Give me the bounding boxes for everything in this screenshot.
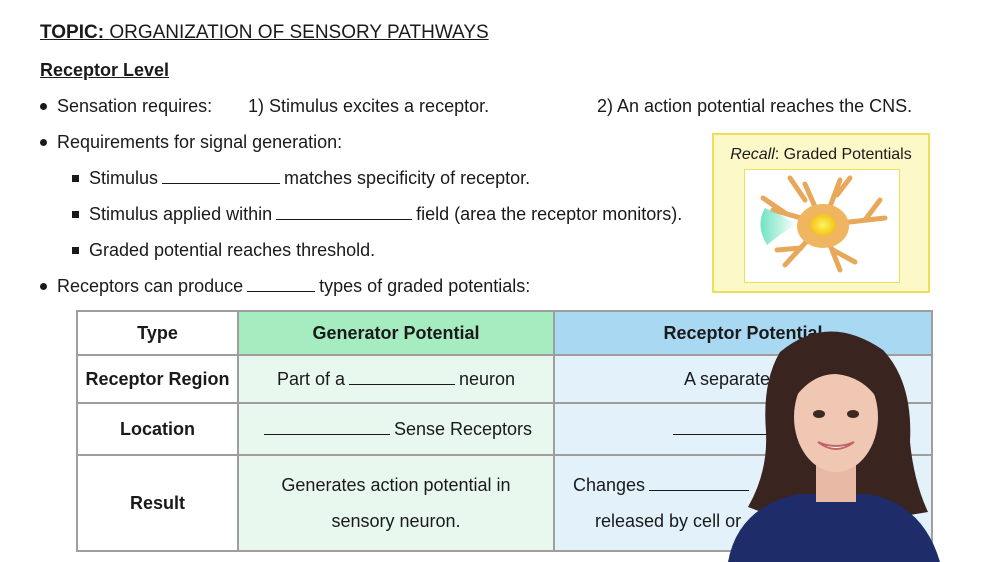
square-bullet xyxy=(72,174,79,182)
fill-in-blank xyxy=(348,370,455,385)
topic-title: ORGANIZATION OF SENSORY PATHWAYS xyxy=(109,22,489,43)
sensation-step-2: 2) An action potential reaches the CNS. xyxy=(597,96,913,116)
topic-prefix: TOPIC: xyxy=(40,22,105,43)
bullet-dot xyxy=(40,102,47,110)
square-bullet xyxy=(72,246,79,254)
row-label-location: Location xyxy=(76,402,239,456)
sensation-step-1: 1) Stimulus excites a receptor. xyxy=(248,96,490,116)
sub-bullet-threshold: Graded potential reaches threshold. xyxy=(72,240,375,261)
fill-in-blank xyxy=(162,169,281,184)
header-generator-potential: Generator Potential xyxy=(237,310,555,356)
bullet-dot xyxy=(40,282,47,290)
cell-generator-result: Generates action potential in sensory ne… xyxy=(237,454,555,552)
row-label-result: Result xyxy=(76,454,239,552)
graded-potentials-table: Type Generator Potential Receptor Potent… xyxy=(76,310,933,552)
row-label-receptor-region: Receptor Region xyxy=(76,354,239,404)
fill-in-blank xyxy=(263,420,390,435)
recall-box: Recall: Graded Potentials xyxy=(712,133,930,293)
fill-in-blank xyxy=(247,277,316,292)
neuron-icon xyxy=(760,175,888,273)
header-receptor-potential: Receptor Potential xyxy=(553,310,933,356)
header-type: Type xyxy=(76,310,239,356)
bullet-requirements: Requirements for signal generation: xyxy=(40,132,342,153)
presenter-video xyxy=(728,331,940,562)
neuron-illustration xyxy=(744,169,900,283)
cell-generator-location: Sense Receptors xyxy=(237,402,555,456)
fill-in-blank xyxy=(673,420,813,435)
fill-in-blank xyxy=(276,205,413,220)
topic-heading: TOPIC: ORGANIZATION OF SENSORY PATHWAYS xyxy=(40,22,489,44)
section-heading: Receptor Level xyxy=(40,60,170,80)
fill-in-blank xyxy=(649,476,750,491)
square-bullet xyxy=(72,210,79,218)
bullet-dot xyxy=(40,138,47,146)
bullet-sensation: Sensation requires: xyxy=(40,96,212,117)
recall-title: Recall: Graded Potentials xyxy=(730,146,912,163)
